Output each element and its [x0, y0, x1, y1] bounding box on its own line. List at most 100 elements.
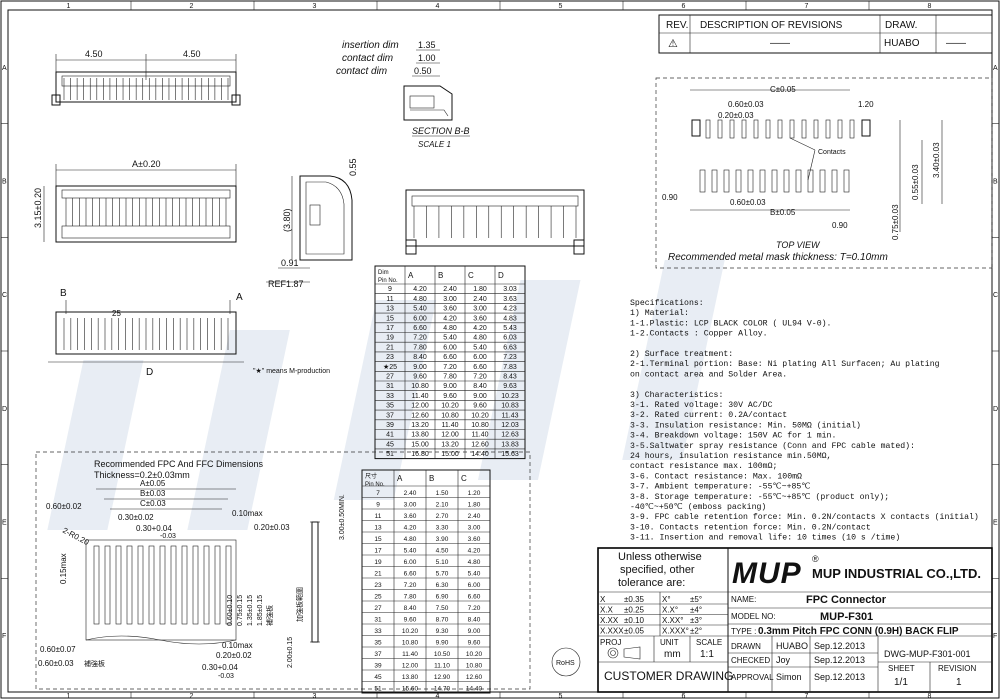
svg-text:0.60±0.07: 0.60±0.07 — [40, 645, 76, 654]
solder-pad — [783, 169, 790, 193]
sheet-number: 1/1 — [894, 677, 908, 688]
table-cell: 12.60 — [466, 674, 483, 681]
table-cell: 25 — [374, 594, 382, 601]
svg-text:補強板: 補強板 — [265, 605, 274, 626]
frame-col-label: 8 — [928, 3, 932, 10]
svg-text:0.60±0.03: 0.60±0.03 — [728, 100, 764, 109]
table-cell: 12.63 — [501, 432, 519, 439]
svg-text:加強板範圍: 加強板範圍 — [295, 587, 304, 622]
table-cell: 15 — [374, 536, 382, 543]
svg-text:NAME:: NAME: — [731, 595, 756, 604]
frame-col-label: 2 — [190, 3, 194, 10]
revision-number: 1 — [956, 677, 962, 688]
frame-col-label: 4 — [436, 693, 440, 699]
mup-logo: MUP — [732, 557, 802, 590]
draw-header: DRAW. — [885, 20, 917, 31]
fpc-finger — [93, 545, 100, 625]
table-cell: 10.80 — [402, 640, 419, 647]
table-cell: 10.20 — [466, 651, 483, 658]
frame-col-label: 3 — [313, 693, 317, 699]
svg-text:TYPE :: TYPE : — [731, 627, 756, 636]
svg-text:補強板: 補強板 — [84, 659, 105, 668]
section-mark-b: B — [60, 288, 67, 299]
table-header: D — [498, 271, 504, 280]
spec-line: 1-1.Plastic: LCP BLACK COLOR ( UL94 V-0)… — [630, 318, 831, 328]
fpc-finger — [181, 545, 188, 625]
watermark — [47, 260, 725, 530]
table-cell: 31 — [386, 383, 394, 390]
table-cell: 15.00 — [441, 451, 459, 458]
third-angle-projection-icon — [607, 646, 641, 660]
table-cell: 5.40 — [404, 548, 417, 555]
svg-text:0.10max: 0.10max — [222, 641, 253, 650]
table-cell: 23 — [374, 582, 382, 589]
table-cell: 10.20 — [471, 412, 489, 419]
dim-3-80: (3.80) — [282, 208, 292, 232]
table-cell: 3.30 — [436, 525, 449, 532]
frame-col-label: 1 — [67, 693, 71, 699]
frame-col-label: 7 — [805, 3, 809, 10]
spec-line: on contact area and Solder Area. — [630, 369, 787, 379]
solder-pad — [771, 169, 778, 193]
svg-text:insertion dim: insertion dim — [342, 40, 399, 51]
table-cell: 9.90 — [436, 640, 449, 647]
fpc-finger — [126, 545, 133, 625]
table-header: 尺寸 — [365, 472, 377, 480]
table-cell: 9.00 — [473, 393, 487, 400]
table-cell: 21 — [374, 571, 382, 578]
table-cell: 1.80 — [473, 286, 487, 293]
approved-by: Simon — [776, 672, 802, 682]
model-number: MUP-F301 — [820, 611, 873, 623]
tolerance-note-3: tolerance are: — [618, 577, 685, 589]
fpc-title: Recommended FPC And FFC Dimensions — [94, 459, 264, 469]
fpc-dimension-view: Recommended FPC And FFC Dimensions Thick… — [35, 451, 531, 690]
table-cell: 11.43 — [502, 412, 519, 419]
table-cell: 21 — [386, 344, 394, 351]
fpc-finger — [192, 545, 199, 625]
dim-1-00: 1.00 — [418, 53, 436, 63]
solder-pad — [819, 169, 826, 193]
table-cell: 27 — [386, 374, 394, 381]
frame-col-label: 1 — [67, 3, 71, 10]
table-cell: 7 — [376, 490, 380, 497]
table-header: Pin No. — [378, 278, 398, 284]
spec-line: 3-8. Storage temperature: -55℃~+85℃ (pro… — [630, 492, 889, 502]
section-mark-a: A — [236, 292, 243, 303]
section-bb-scale: SCALE 1 — [418, 140, 451, 149]
table-cell: 9.63 — [503, 383, 517, 390]
table-cell: 7.83 — [503, 364, 517, 371]
table-cell: ★25 — [383, 363, 397, 371]
tolerance-cell: ±2° — [690, 627, 702, 636]
table-cell: 2.70 — [436, 513, 449, 520]
table-cell: 13.20 — [441, 441, 459, 448]
table-cell: 9.60 — [443, 393, 457, 400]
dim-b: B±0.05 — [770, 208, 796, 217]
table-cell: 10.50 — [434, 651, 451, 658]
table-cell: 10.80 — [411, 383, 429, 390]
frame-row-label: B — [993, 179, 998, 186]
top-view-caption: TOP VIEW — [776, 240, 821, 250]
drawn-by: HUABO — [776, 641, 808, 651]
table-cell: 4.50 — [436, 548, 449, 555]
projection-label: PROJ — [600, 638, 621, 647]
table-cell: 10.23 — [501, 393, 519, 400]
table-cell: 19 — [386, 335, 394, 342]
table-cell: 15.63 — [501, 451, 519, 458]
table-cell: 8.40 — [473, 383, 487, 390]
svg-text:——: —— — [770, 38, 790, 49]
table-cell: 6.60 — [413, 325, 427, 332]
solder-pad — [765, 119, 771, 139]
table-cell: 12.00 — [402, 663, 419, 670]
solder-pad — [795, 169, 802, 193]
svg-text:-0.03: -0.03 — [160, 533, 176, 540]
table-header: A — [408, 271, 414, 280]
table-cell: 6.63 — [503, 344, 517, 351]
dim-1-35: 1.35 — [418, 40, 436, 50]
table-cell: 9.00 — [413, 364, 427, 371]
frame-row-label: E — [993, 520, 998, 527]
table-cell: 13 — [374, 525, 382, 532]
table-cell: 7.20 — [473, 374, 487, 381]
svg-text:0.60±0.10: 0.60±0.10 — [227, 595, 234, 626]
spec-line: 3-11. Insertion and removal life: 10 tim… — [630, 533, 900, 543]
